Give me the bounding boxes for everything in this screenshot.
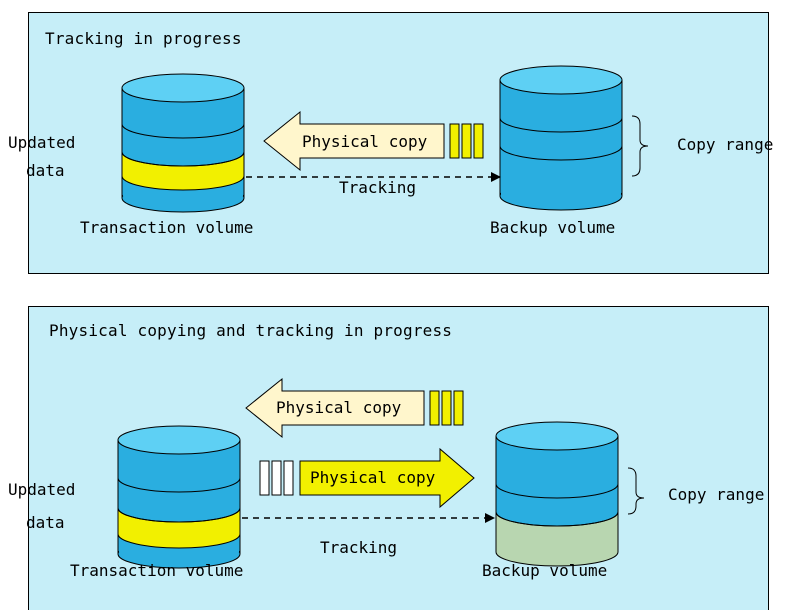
backup-volume-label-bottom: Backup volume [482, 561, 607, 580]
copy-block-2-right-bottom [271, 460, 282, 496]
transaction-volume-cylinder-top [121, 73, 245, 213]
updated-label-line2-bottom: data [26, 513, 65, 532]
copy-block-1-right-bottom [259, 460, 270, 496]
physical-copy-label-left-bottom: Physical copy [276, 398, 402, 417]
backup-volume-label-top: Backup volume [490, 218, 615, 237]
physical-copy-arrow-left-bottom [245, 377, 464, 439]
transaction-volume-label-top: Transaction volume [80, 218, 253, 237]
transaction-volume-cylinder-bottom [117, 425, 241, 569]
panel-title-tracking: Tracking in progress [45, 29, 242, 48]
backup-volume-cylinder-bottom [495, 421, 619, 567]
panel-tracking: Tracking in progress [28, 12, 769, 274]
copy-range-bracket-bottom [627, 467, 645, 515]
physical-copy-arrow-right-bottom [259, 447, 475, 509]
updated-label-line2-top: data [26, 161, 65, 180]
transaction-volume-label-bottom: Transaction volume [70, 561, 243, 580]
panel-title-copying-and-tracking: Physical copying and tracking in progres… [49, 321, 453, 340]
copy-block-3-left-bottom [453, 390, 464, 426]
backup-volume-cylinder-top [499, 65, 623, 211]
copy-block-1-top [449, 123, 460, 159]
physical-copy-label-right-bottom: Physical copy [310, 468, 436, 487]
physical-copy-label-top: Physical copy [302, 132, 428, 151]
tracking-label-bottom: Tracking [320, 538, 397, 557]
tracking-label-top: Tracking [339, 178, 416, 197]
copy-range-label-bottom: Copy range [668, 485, 764, 504]
panel-copying-and-tracking: Physical copying and tracking in progres… [28, 306, 769, 610]
copy-range-bracket-top [631, 115, 649, 177]
copy-block-3-top [473, 123, 484, 159]
updated-label-line1-bottom: Updated [8, 480, 75, 499]
copy-block-2-top [461, 123, 472, 159]
copy-block-1-left-bottom [429, 390, 440, 426]
copy-block-3-right-bottom [283, 460, 294, 496]
updated-label-line1-top: Updated [8, 133, 75, 152]
physical-copy-arrow-top [263, 110, 484, 172]
copy-range-label-top: Copy range [677, 135, 773, 154]
copy-block-2-left-bottom [441, 390, 452, 426]
